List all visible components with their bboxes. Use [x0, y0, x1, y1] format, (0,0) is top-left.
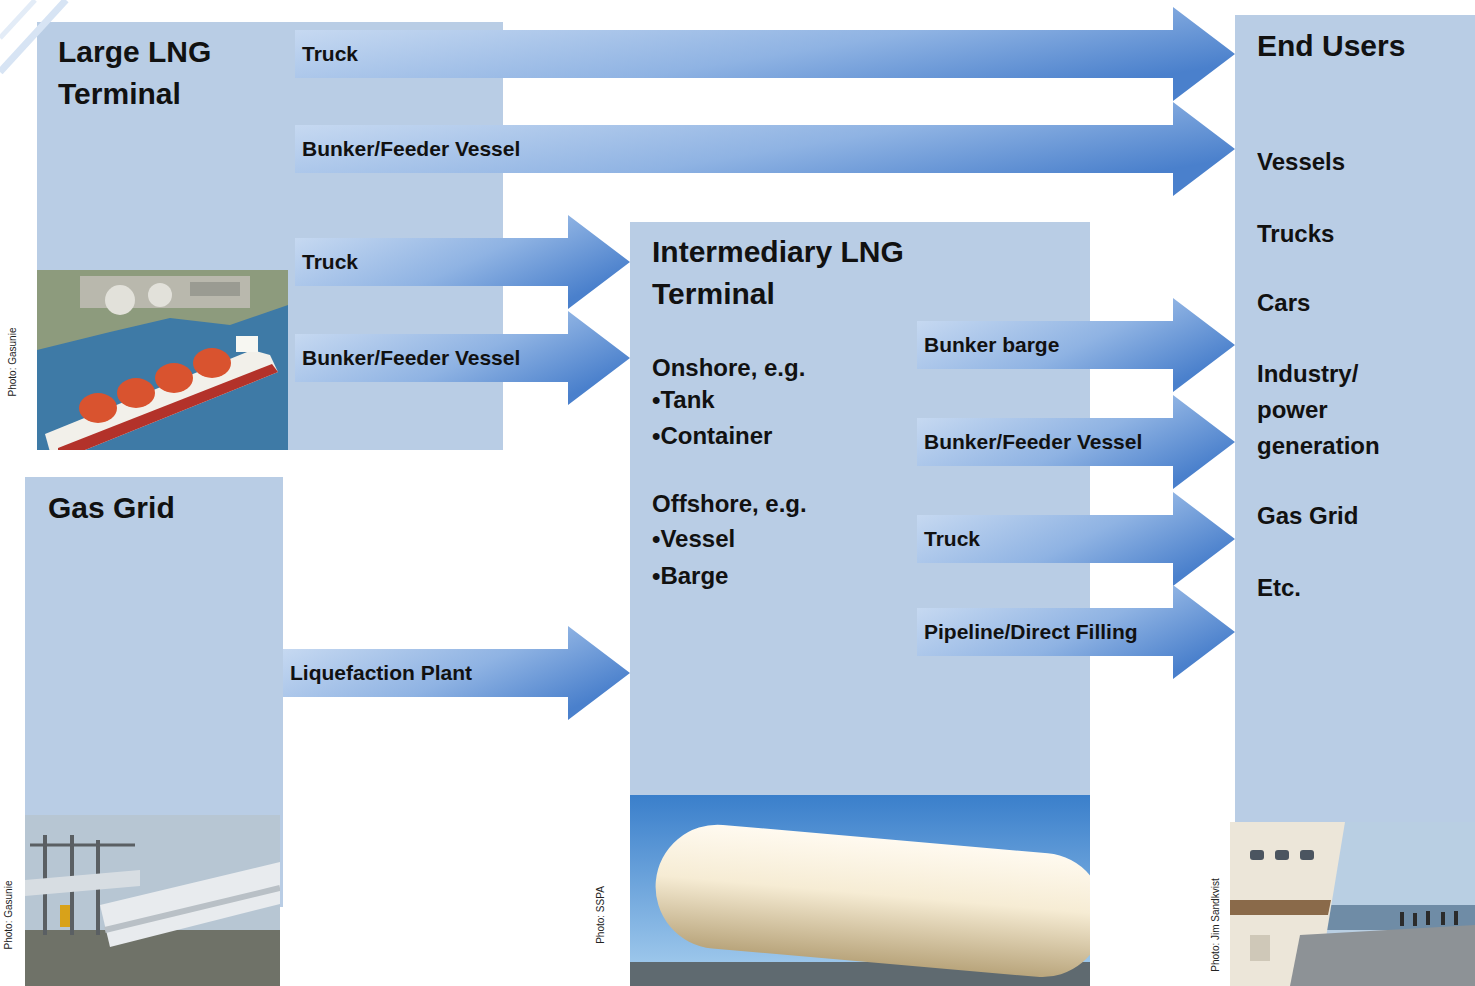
worker: [60, 905, 70, 927]
box-title: Large LNG Terminal: [58, 31, 288, 115]
box-title: Intermediary LNG Terminal: [652, 231, 992, 315]
sky: [1230, 822, 1475, 986]
arrow-label: Truck: [924, 526, 980, 552]
box-item: •Barge: [652, 558, 728, 594]
box-title: Gas Grid: [48, 487, 175, 529]
lng-terminal-photo: [37, 270, 288, 450]
ship-bridge: [236, 336, 258, 352]
ship-photo: [1230, 822, 1475, 986]
corner-stripe: [0, 0, 35, 38]
box-item: Etc.: [1257, 570, 1301, 606]
corner-stripe: [0, 0, 66, 72]
frame: [30, 844, 135, 847]
arrow-label: Pipeline/Direct Filling: [924, 619, 1138, 645]
box-title: End Users: [1257, 25, 1405, 67]
pipe-shade: [105, 888, 280, 930]
arrow-label: Bunker/Feeder Vessel: [302, 345, 520, 371]
box-item: •Container: [652, 418, 772, 454]
block-arrow: [917, 395, 1235, 489]
storage-tank: [105, 285, 135, 315]
ship-hull-stripe: [58, 364, 278, 450]
photo-credit: Photo: Gasunie: [3, 881, 15, 950]
cargo-dome: [155, 363, 193, 393]
terminal-box: Intermediary LNG TerminalOnshore, e.g.•T…: [630, 222, 1090, 800]
box-item: •Tank: [652, 382, 715, 418]
ship-hull: [45, 350, 278, 450]
person: [1400, 912, 1404, 926]
person: [1454, 911, 1458, 925]
box-item: Trucks: [1257, 216, 1334, 252]
terminal-box: Large LNG Terminal: [37, 22, 503, 450]
box-item: •Vessel: [652, 521, 735, 557]
cargo-dome: [193, 348, 231, 378]
arrow-label: Truck: [302, 41, 358, 67]
ship-stripe: [1230, 900, 1331, 915]
block-arrow: [917, 585, 1235, 679]
person: [1413, 913, 1417, 926]
lng-tank: [650, 819, 1090, 982]
storage-tank: [148, 283, 172, 307]
person: [1441, 912, 1445, 925]
box-fill: [37, 22, 503, 450]
jetty: [190, 282, 240, 296]
gas-grid-photo: [25, 815, 280, 986]
arrow-label: Bunker/Feeder Vessel: [924, 429, 1142, 455]
arrow-label: Liquefaction Plant: [290, 660, 472, 686]
block-arrow: [295, 215, 630, 309]
arrow-label: Bunker/Feeder Vessel: [302, 136, 520, 162]
box-item: Gas Grid: [1257, 498, 1358, 534]
block-arrow: [917, 492, 1235, 586]
arrow-label: Truck: [302, 249, 358, 275]
window: [1300, 850, 1314, 860]
pipe: [25, 870, 140, 896]
photo-credit: Photo: SSPA: [595, 886, 607, 944]
block-arrow: [295, 311, 630, 405]
photo-credit: Photo: Jim Sandkvist: [1210, 878, 1222, 971]
ground: [25, 930, 280, 986]
box-item: Onshore, e.g.: [652, 350, 805, 386]
photo-credit: Photo: Gasunie: [7, 328, 19, 397]
box-item: Industry/ power generation: [1257, 356, 1427, 464]
block-arrow: [283, 626, 630, 720]
box-fill: [630, 222, 1090, 800]
box-fill: [1235, 15, 1475, 822]
sky: [25, 815, 280, 986]
box-item: Cars: [1257, 285, 1310, 321]
quay: [1290, 925, 1475, 986]
block-arrow: [295, 7, 1235, 101]
cargo-dome: [117, 378, 155, 408]
arrow-label: Bunker barge: [924, 332, 1059, 358]
person: [1426, 911, 1430, 925]
cargo-dome: [79, 393, 117, 423]
pipe: [100, 862, 280, 947]
door: [1250, 935, 1270, 961]
block-arrow: [295, 102, 1235, 196]
source-box: Gas Grid: [25, 477, 283, 907]
window: [1250, 850, 1264, 860]
lng-tank-photo: [630, 795, 1090, 986]
end-user-box: End UsersVesselsTrucksCarsIndustry/ powe…: [1235, 15, 1475, 822]
block-arrow: [917, 298, 1235, 392]
box-item: Vessels: [1257, 144, 1345, 180]
box-item: Offshore, e.g.: [652, 486, 807, 522]
window: [1275, 850, 1289, 860]
